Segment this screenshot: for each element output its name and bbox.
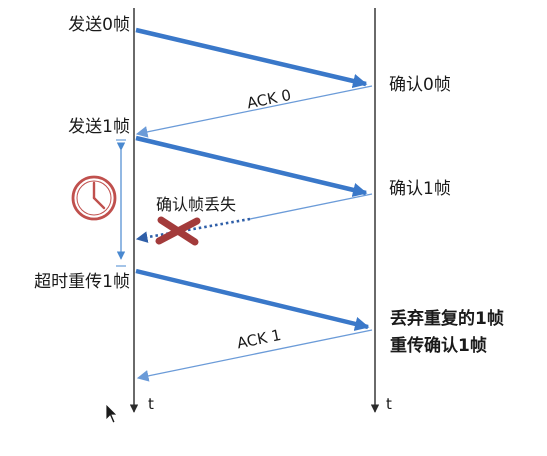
ack-lost-arrow (249, 193, 373, 220)
ack-1-label: ACK 1 (235, 326, 282, 353)
ack-1-arrow (136, 329, 373, 382)
frame-1-resend-arrow (135, 268, 370, 331)
resend-ack-label: 重传确认1帧 (390, 335, 487, 356)
ack-lost-dotted-arrow (135, 217, 251, 243)
frame-0-arrow (135, 27, 368, 89)
timeout-resend-label: 超时重传1帧 (34, 272, 130, 292)
send-frame-0-label: 发送0帧 (68, 15, 130, 35)
ack-lost-label: 确认帧丢失 (156, 195, 236, 214)
clock-icon (71, 175, 117, 221)
sender-time-label: t (148, 395, 154, 413)
ack-0-label: ACK 0 (245, 86, 292, 113)
mouse-pointer-icon (105, 403, 118, 424)
confirm-frame-1-label: 确认1帧 (389, 179, 451, 199)
send-frame-1-label: 发送1帧 (68, 117, 130, 137)
ack-0-arrow (135, 85, 373, 138)
x-cross-icon (155, 216, 201, 246)
frame-1-arrow (135, 135, 368, 197)
receiver-time-label: t (386, 395, 392, 413)
confirm-frame-0-label: 确认0帧 (389, 75, 451, 95)
discard-duplicate-label: 丢弃重复的1帧 (390, 308, 504, 329)
